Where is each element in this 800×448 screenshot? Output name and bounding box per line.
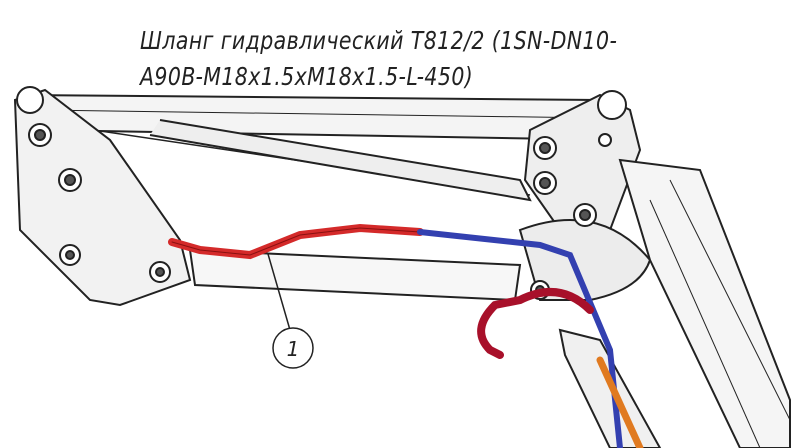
- callout-number: 1: [287, 337, 300, 361]
- hoses: [168, 223, 644, 448]
- title-line-1: Шланг гидравлический T812/2 (1SN-DN10-: [140, 26, 618, 55]
- boom-frame: [13, 88, 791, 448]
- callout-balloon: 1: [272, 327, 314, 369]
- leader-line: [267, 253, 291, 331]
- title-line-2: A90B-M18x1.5xM18x1.5-L-450): [140, 62, 474, 91]
